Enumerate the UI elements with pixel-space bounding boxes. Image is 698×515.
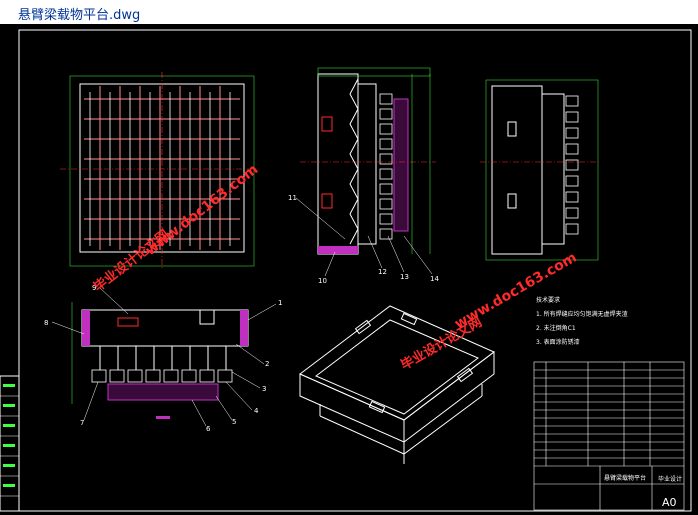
title-block-sheet-size: A0 bbox=[662, 496, 677, 509]
callout-13: 13 bbox=[400, 273, 409, 281]
callout-6: 6 bbox=[206, 425, 211, 433]
front-view bbox=[300, 67, 436, 255]
left-strip-marks bbox=[3, 384, 15, 487]
top-view bbox=[60, 72, 255, 270]
title-block-text: 悬臂梁载物平台 毕业设计 A0 bbox=[604, 474, 682, 509]
window-titlebar: 悬臂梁载物平台.dwg bbox=[0, 0, 698, 24]
cad-drawing-canvas[interactable]: 11 10 12 13 14 bbox=[0, 24, 698, 515]
front-callouts: 11 10 12 13 14 bbox=[288, 194, 439, 285]
callout-10: 10 bbox=[318, 277, 327, 285]
drawing-border bbox=[18, 29, 692, 512]
callout-9: 9 bbox=[92, 284, 96, 292]
watermark-org-1: 毕业设计论文网 bbox=[91, 227, 173, 296]
section-view bbox=[71, 302, 249, 419]
window-title: 悬臂梁载物平台.dwg bbox=[18, 8, 141, 23]
callout-5: 5 bbox=[232, 418, 236, 426]
notes-line-3: 3. 表面涂防锈漆 bbox=[536, 338, 580, 346]
callout-2: 2 bbox=[265, 360, 269, 368]
notes-line-2: 2. 未注倒角C1 bbox=[536, 324, 576, 332]
side-view bbox=[480, 79, 600, 261]
tech-notes: 技术要求 1. 所有焊缝应均匀饱满无虚焊夹渣 2. 未注倒角C1 3. 表面涂防… bbox=[536, 296, 628, 346]
drawing-svg: 11 10 12 13 14 bbox=[0, 29, 692, 512]
callout-3: 3 bbox=[262, 385, 266, 393]
isometric-view bbox=[299, 305, 495, 464]
callout-1: 1 bbox=[278, 299, 282, 307]
title-block-company: 毕业设计 bbox=[658, 475, 682, 483]
callout-4: 4 bbox=[254, 407, 259, 415]
callout-8: 8 bbox=[44, 319, 48, 327]
left-strip-rows bbox=[0, 395, 19, 497]
callout-7: 7 bbox=[80, 419, 84, 427]
notes-heading: 技术要求 bbox=[536, 296, 560, 304]
left-strip bbox=[0, 375, 20, 512]
title-block-drawing-name: 悬臂梁载物平台 bbox=[604, 474, 646, 482]
callout-11: 11 bbox=[288, 194, 297, 202]
notes-line-1: 1. 所有焊缝应均匀饱满无虚焊夹渣 bbox=[536, 310, 628, 318]
callout-12: 12 bbox=[378, 268, 387, 276]
watermarks: www.doc163.com 毕业设计论文网 www.doc163.com 毕业… bbox=[91, 161, 580, 373]
section-callouts: 9 8 1 2 3 4 5 6 7 bbox=[44, 284, 282, 433]
title-block bbox=[533, 361, 685, 511]
callout-14: 14 bbox=[430, 275, 439, 283]
